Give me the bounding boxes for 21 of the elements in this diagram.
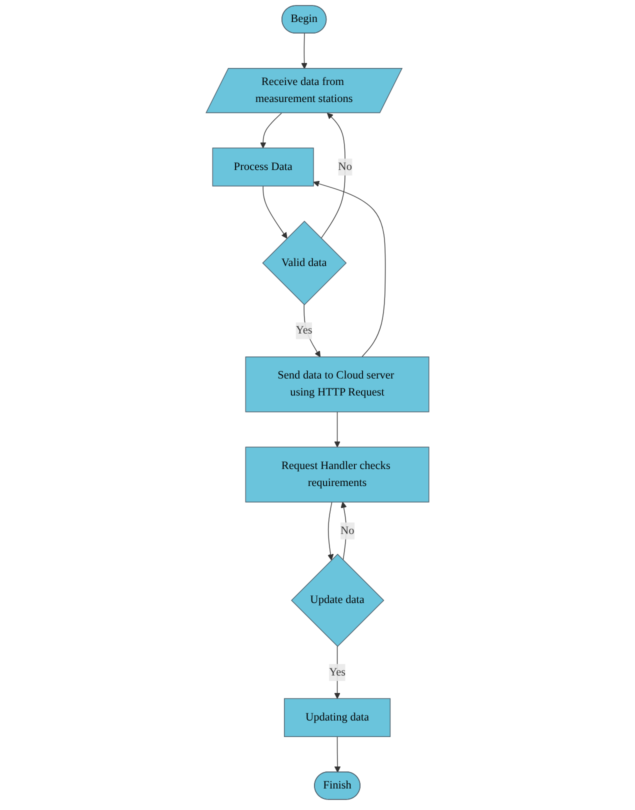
arrow — [334, 736, 341, 772]
node-box: Updating data — [284, 698, 391, 737]
node-diamond: Valid data — [262, 220, 347, 306]
arrow — [262, 186, 288, 239]
edge-label: Yes — [329, 666, 346, 678]
edge-label: Yes — [296, 324, 312, 336]
edge-label: No — [338, 160, 352, 173]
arrow — [320, 112, 346, 239]
arrow — [260, 112, 282, 148]
arrow — [304, 304, 321, 358]
arrow — [340, 502, 347, 560]
arrow — [301, 33, 308, 69]
edge-label: No — [340, 524, 354, 537]
node-box: Process Data — [212, 148, 314, 186]
node-box: Request Handler checks requirements — [245, 446, 430, 502]
arrow — [313, 180, 386, 358]
arrow — [334, 646, 340, 699]
node-diamond: Update data — [291, 554, 384, 647]
arrow — [334, 412, 340, 448]
arrow — [328, 502, 334, 560]
node-box: Send data to Cloud server using HTTP Request — [245, 356, 430, 412]
